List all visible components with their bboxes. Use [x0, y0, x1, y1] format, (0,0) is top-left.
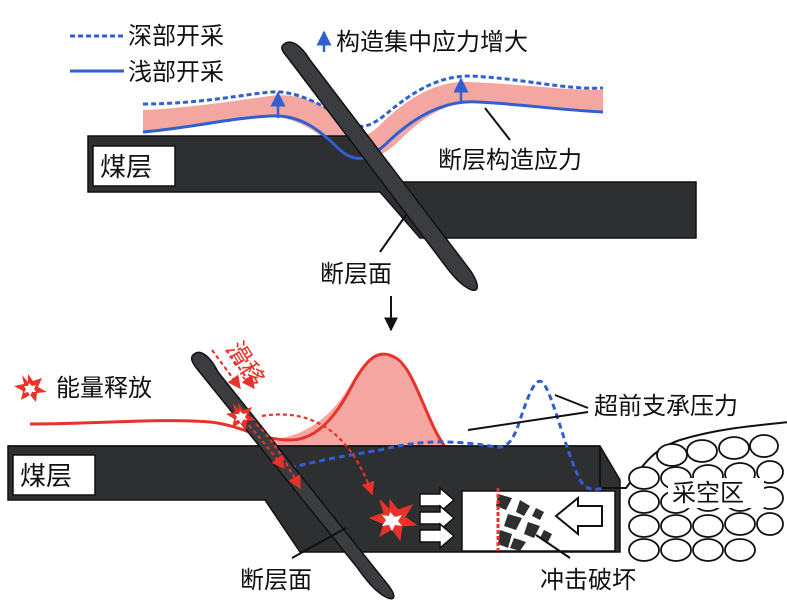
advance-pressure-label: 超前支承压力 — [594, 392, 738, 420]
deep-mining-curve — [142, 74, 604, 128]
explosion-star-core — [382, 512, 402, 531]
goaf-label: 采空区 — [672, 479, 744, 507]
slip-label: 滑移 — [221, 336, 270, 392]
advance-pressure-leader-2 — [467, 411, 589, 431]
impact-damage-leader — [535, 534, 571, 559]
advance-pressure-leader-1 — [554, 394, 589, 409]
fault-plane-leader-bottom — [291, 527, 347, 559]
energy-path-arrow-3 — [261, 413, 375, 496]
legend-shallow-label: 浅部开采 — [128, 58, 224, 86]
goaf-label-box — [668, 478, 764, 508]
energy-path-arrow-1 — [243, 419, 285, 470]
advance-pressure-dashed — [289, 379, 604, 492]
fault-plane-label-top: 断层面 — [320, 260, 392, 288]
energy-release-label: 能量释放 — [56, 374, 152, 402]
slip-arrow-2 — [225, 349, 255, 390]
coal-seam-label-top: 煤层 — [100, 153, 152, 183]
fault-stress-leader — [484, 107, 511, 141]
coal-seam-label-box-bottom — [12, 454, 96, 496]
fault-plane-label-bottom: 断层面 — [240, 566, 312, 594]
face-push-arrows — [419, 486, 456, 550]
legend-arrow-label: 构造集中应力增大 — [336, 28, 528, 56]
legend-deep-label: 深部开采 — [128, 22, 224, 50]
slip-arrow-1 — [211, 349, 241, 390]
fault-stress-label: 断层构造应力 — [438, 146, 582, 174]
fault-energy-star-core — [235, 411, 247, 424]
coal-seam-label-box-top — [92, 145, 176, 187]
fault-stress-band — [143, 81, 603, 159]
coal-seam-label-bottom: 煤层 — [20, 462, 72, 492]
mining-direction-arrow — [554, 495, 603, 537]
fractured-coal — [496, 494, 552, 551]
energy-release-icon-core — [24, 383, 36, 396]
advance-pressure-curve — [29, 352, 499, 490]
fault-plane-leader-top — [379, 214, 407, 253]
fault-plane-top — [281, 41, 478, 291]
impact-damage-label: 冲击破坏 — [540, 566, 636, 594]
